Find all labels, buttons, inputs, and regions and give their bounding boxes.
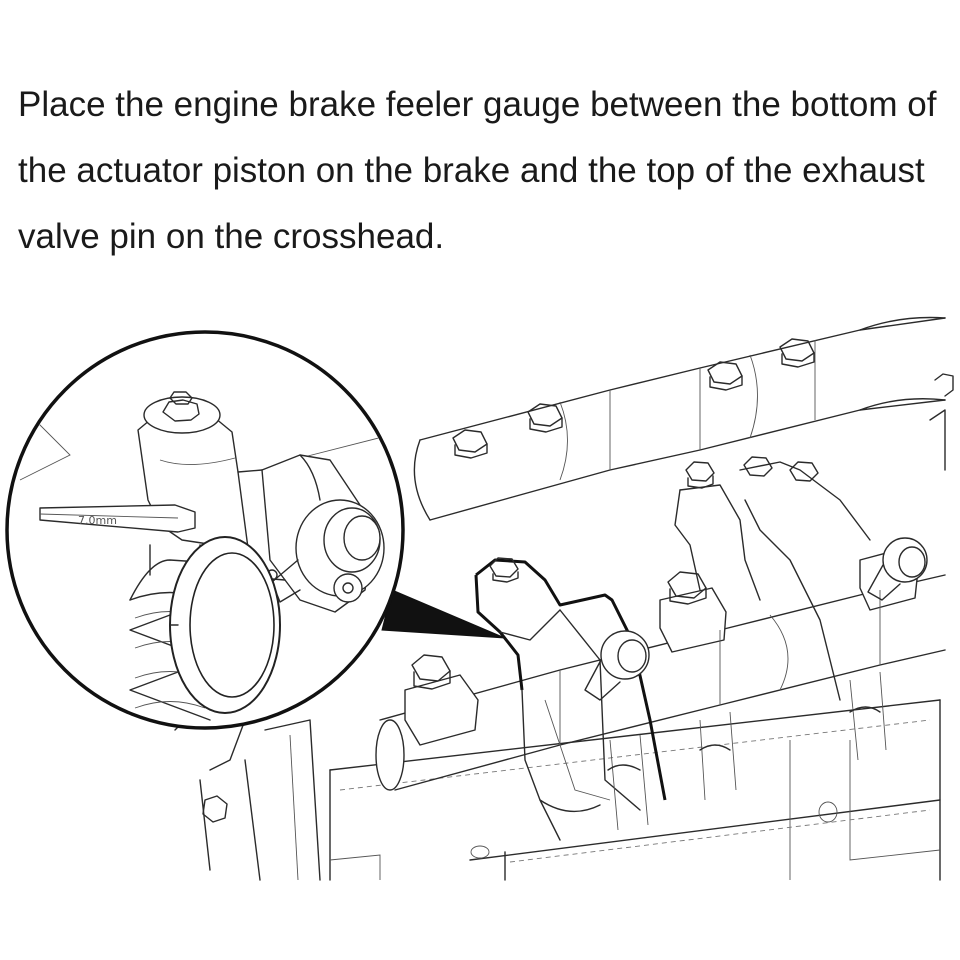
magnified-detail-circle [5,330,405,730]
feeler-gauge-label: 7.0mm [78,514,117,527]
instruction-text: Place the engine brake feeler gauge betw… [18,85,937,256]
callout-pointer [381,589,506,639]
rocker-arm-assembly [375,373,954,841]
feeler-gauge-blade [39,504,196,533]
highlighted-rocker-arm [475,558,667,801]
